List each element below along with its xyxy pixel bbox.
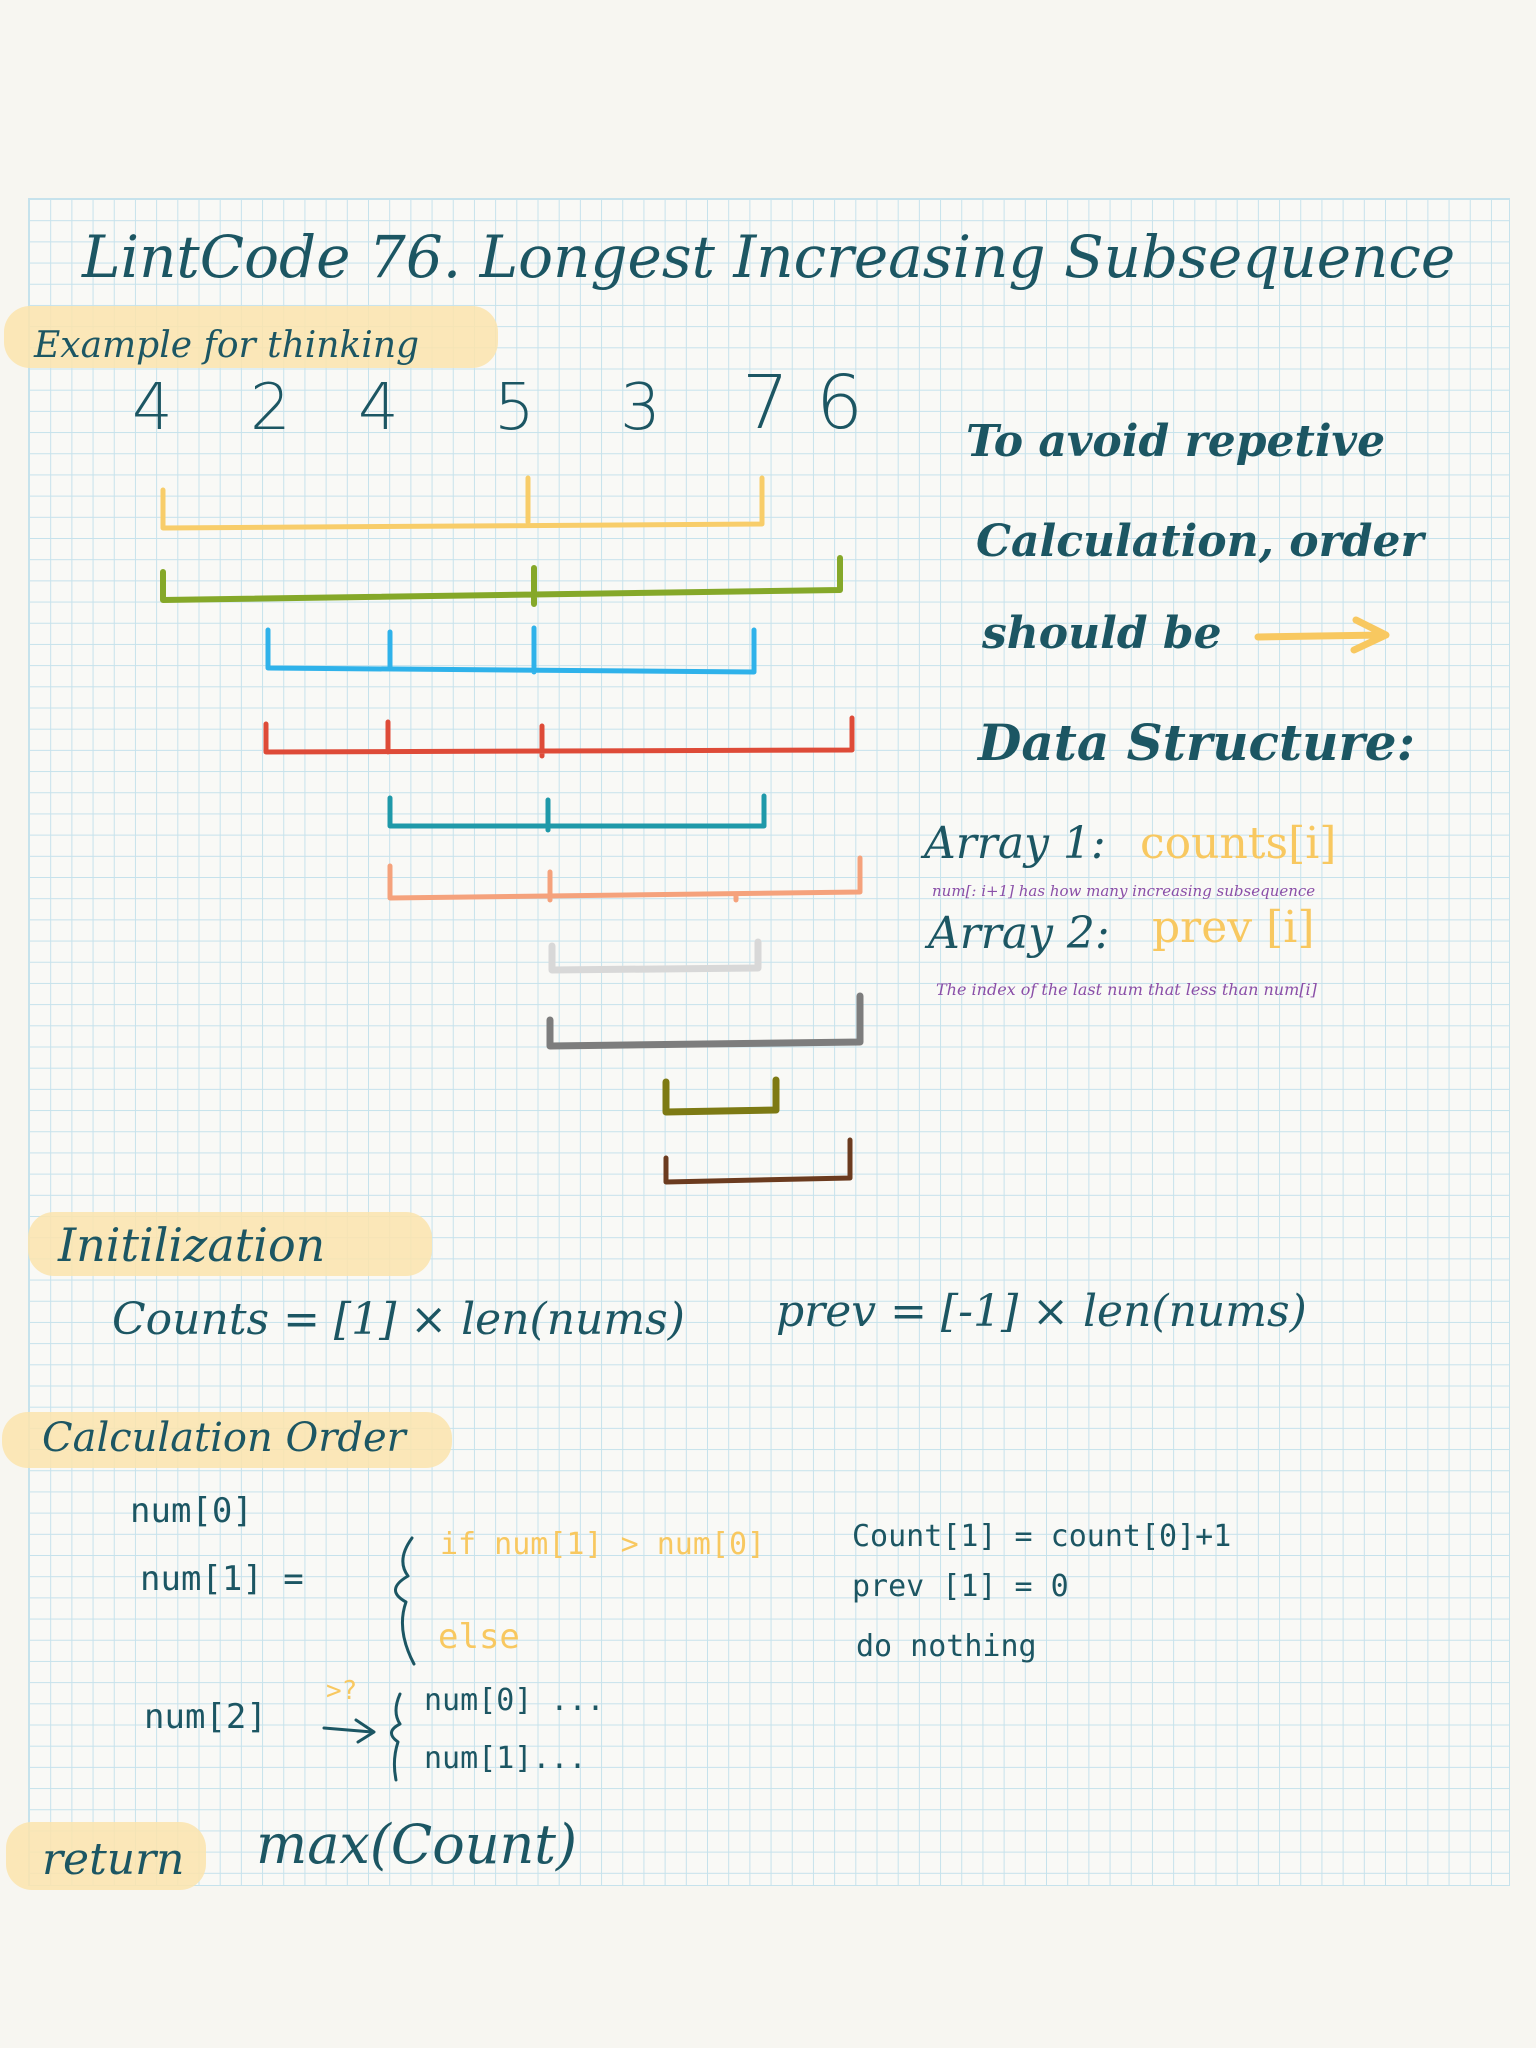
return-label: return bbox=[42, 1834, 185, 1885]
array1-description: num[: i+1] has how many increasing subse… bbox=[932, 882, 1316, 900]
brace-icon bbox=[390, 1692, 402, 1782]
compare-arrow-icon bbox=[322, 1718, 376, 1744]
example-number: 4 bbox=[358, 371, 399, 445]
array2-name: prev [i] bbox=[1152, 902, 1315, 953]
bracket-olive bbox=[662, 1076, 780, 1116]
bracket-lightgrey bbox=[548, 938, 762, 974]
example-number: 3 bbox=[620, 371, 661, 445]
note-line-1: To avoid repetive bbox=[966, 416, 1386, 467]
example-number: 2 bbox=[250, 371, 291, 445]
bracket-darkgrey bbox=[546, 992, 864, 1050]
page-title: LintCode 76. Longest Increasing Subseque… bbox=[82, 223, 1456, 291]
calculation-heading: Calculation Order bbox=[42, 1415, 406, 1461]
example-number: 5 bbox=[494, 371, 535, 445]
bracket-blue bbox=[265, 625, 757, 675]
highlight-example bbox=[4, 306, 498, 368]
example-label: Example for thinking bbox=[34, 325, 420, 366]
calc-num0: num[0] bbox=[130, 1491, 253, 1531]
bracket-brown bbox=[663, 1137, 853, 1185]
example-number: 7 bbox=[742, 360, 790, 446]
calc-then-prev: prev [1] = 0 bbox=[852, 1569, 1069, 1604]
example-number: 4 bbox=[132, 371, 173, 445]
bracket-salmon bbox=[387, 855, 863, 903]
bracket-red bbox=[263, 715, 855, 759]
data-structure-heading: Data Structure: bbox=[978, 713, 1416, 772]
example-number: 6 bbox=[816, 360, 864, 446]
note-line-2: Calculation, order bbox=[976, 516, 1424, 567]
array1-label: Array 1: bbox=[924, 818, 1106, 869]
calc-then-count: Count[1] = count[0]+1 bbox=[852, 1519, 1232, 1554]
highlight-calculation bbox=[2, 1412, 452, 1468]
array2-label: Array 2: bbox=[928, 908, 1110, 959]
array1-name: counts[i] bbox=[1140, 818, 1337, 869]
highlight-return bbox=[6, 1822, 206, 1890]
note-line-3: should be bbox=[982, 608, 1222, 659]
bracket-green bbox=[160, 555, 843, 607]
calc-compare: >? bbox=[326, 1676, 358, 1706]
calc-num2: num[2] bbox=[144, 1697, 267, 1737]
prev-expression: prev = [-1] × len(nums) bbox=[776, 1286, 1307, 1337]
counts-expression: Counts = [1] × len(nums) bbox=[112, 1294, 685, 1345]
order-arrow-icon bbox=[1254, 616, 1390, 654]
return-expression: max(Count) bbox=[256, 1813, 578, 1876]
calc-else-action: do nothing bbox=[856, 1629, 1037, 1664]
bracket-teal bbox=[387, 793, 767, 833]
calc-branch-num0: num[0] ... bbox=[424, 1683, 605, 1718]
calc-else: else bbox=[438, 1617, 520, 1657]
highlight-initilization bbox=[28, 1212, 432, 1276]
calc-num1: num[1] = bbox=[140, 1559, 304, 1599]
brace-icon bbox=[394, 1536, 416, 1666]
bracket-yellow bbox=[160, 475, 765, 531]
array2-description: The index of the last num that less than… bbox=[936, 980, 1317, 999]
calc-if-condition: if num[1] > num[0] bbox=[440, 1527, 766, 1562]
calc-branch-num1: num[1]... bbox=[424, 1741, 587, 1776]
initilization-heading: Initilization bbox=[58, 1218, 326, 1272]
